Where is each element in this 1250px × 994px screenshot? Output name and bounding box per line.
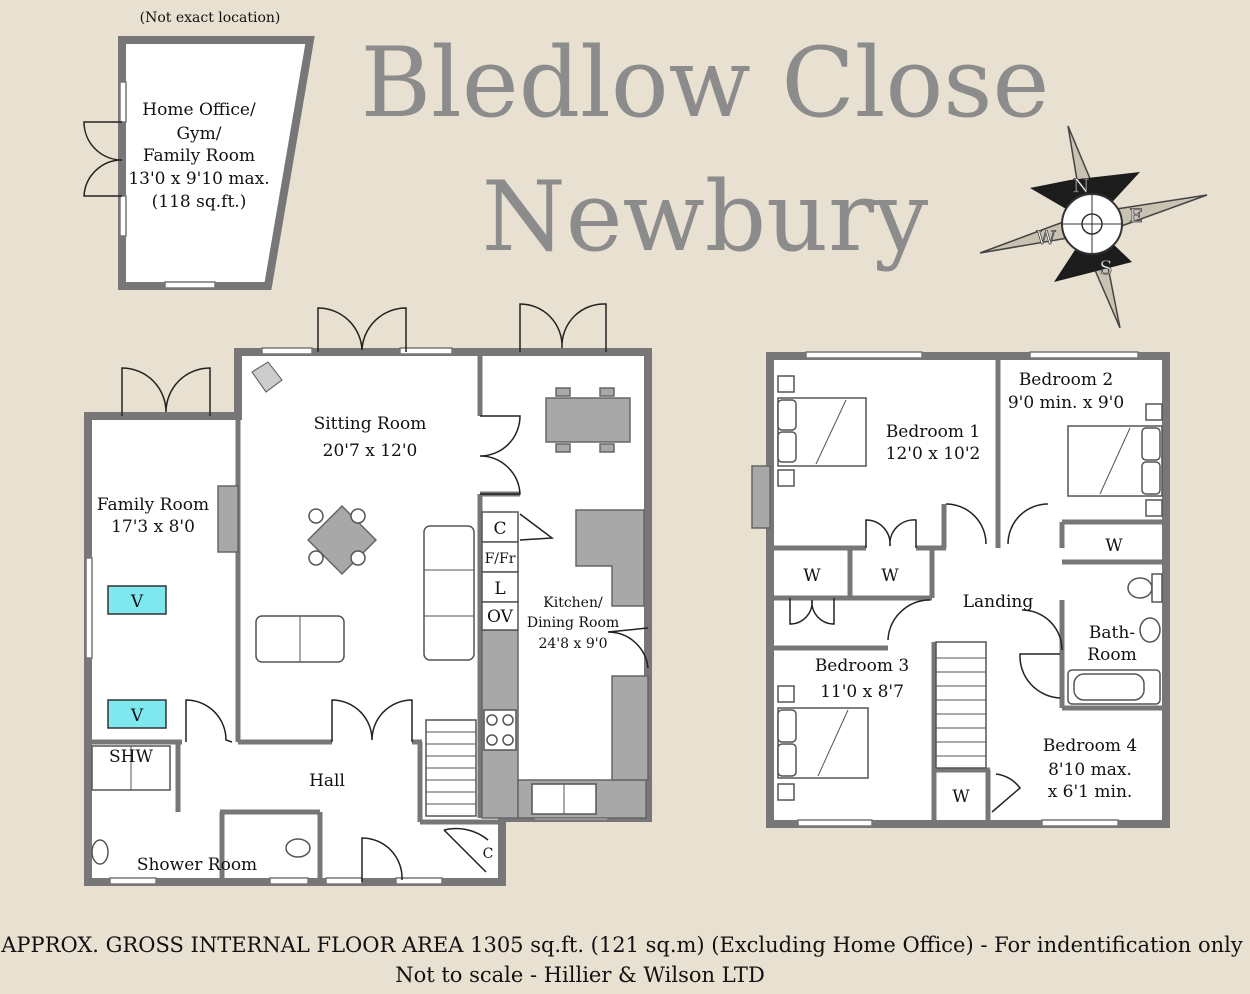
home-office-label-2: Gym/ <box>176 124 221 144</box>
home-office-dims: 13'0 x 9'10 max. <box>128 169 269 189</box>
bathroom-label-2: Room <box>1087 645 1136 665</box>
kitchen-fridge-freezer: F/Fr <box>485 551 516 567</box>
kitchen-oven-ov: OV <box>487 607 514 627</box>
landing-label: Landing <box>963 592 1034 612</box>
wardrobe-w-4: W <box>952 787 970 807</box>
compass-rose-icon: N E S W <box>979 125 1208 329</box>
wardrobe-w-3: W <box>1105 536 1123 556</box>
home-office-label-1: Home Office/ <box>142 100 256 120</box>
bedroom1-name: Bedroom 1 <box>886 422 980 442</box>
hall-cupboard-c: C <box>483 846 494 862</box>
kitchen-cupboard-c: C <box>493 519 506 539</box>
bedroom4-name: Bedroom 4 <box>1043 736 1137 756</box>
shower-room-label: Shower Room <box>137 855 257 875</box>
footer-disclaimer: Not to scale - Hillier & Wilson LTD <box>395 963 765 987</box>
bedroom3-dims: 11'0 x 8'7 <box>820 682 904 702</box>
kitchen-dims: 24'8 x 9'0 <box>538 636 607 652</box>
compass-n: N <box>1073 175 1090 197</box>
not-exact-location-note: (Not exact location) <box>140 10 281 26</box>
bedroom4-dims-1: 8'10 max. <box>1048 760 1132 780</box>
sitting-room-name: Sitting Room <box>314 414 427 434</box>
first-floor-plan: Bedroom 1 12'0 x 10'2 Bedroom 2 9'0 min.… <box>751 351 1170 828</box>
bedroom3-name: Bedroom 3 <box>815 656 909 676</box>
ground-floor-plan: V V <box>84 303 652 886</box>
radiator-v-1: V <box>130 592 144 612</box>
radiator-v-2: V <box>130 706 144 726</box>
first-stairs <box>935 641 987 769</box>
home-office-area: (118 sq.ft.) <box>152 192 247 212</box>
kitchen-name-2: Dining Room <box>527 615 619 631</box>
family-room-name: Family Room <box>97 495 209 515</box>
bedroom2-name: Bedroom 2 <box>1019 370 1113 390</box>
wardrobe-w-1: W <box>803 566 821 586</box>
ground-stairs <box>425 719 477 817</box>
wardrobe-w-2: W <box>881 566 899 586</box>
title-line1: Bledlow Close <box>361 27 1050 139</box>
bedroom4-dims-2: x 6'1 min. <box>1048 782 1133 802</box>
home-office-plan: Home Office/ Gym/ Family Room 13'0 x 9'1… <box>83 36 315 290</box>
title-line2: Newbury <box>482 161 928 273</box>
kitchen-laundry-l: L <box>494 579 505 599</box>
sitting-room-dims: 20'7 x 12'0 <box>323 441 418 461</box>
bedroom1-dims: 12'0 x 10'2 <box>886 444 981 464</box>
kitchen-name-1: Kitchen/ <box>543 595 603 611</box>
compass-s: S <box>1099 257 1112 279</box>
compass-w: W <box>1036 227 1056 249</box>
shower-shw: SHW <box>109 747 153 767</box>
family-room-dims: 17'3 x 8'0 <box>111 517 195 537</box>
bedroom2-dims: 9'0 min. x 9'0 <box>1008 393 1124 413</box>
compass-e: E <box>1129 205 1143 227</box>
hall-label: Hall <box>309 771 345 791</box>
footer-floor-area: APPROX. GROSS INTERNAL FLOOR AREA 1305 s… <box>0 933 1243 957</box>
bathroom-label-1: Bath- <box>1089 623 1135 643</box>
home-office-label-3: Family Room <box>143 146 255 166</box>
